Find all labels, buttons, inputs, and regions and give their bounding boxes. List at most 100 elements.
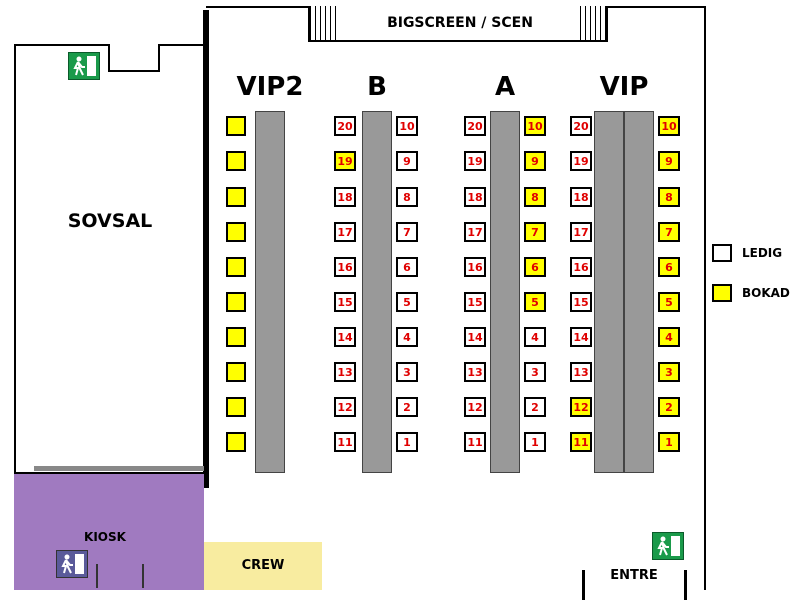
seat-vip-left-19[interactable]: 19 [570,151,592,171]
seat-b-left-12[interactable]: 12 [334,397,356,417]
seat-a-left-18[interactable]: 18 [464,187,486,207]
seat-b-left-19[interactable]: 19 [334,151,356,171]
seat-vip2-7[interactable] [226,327,246,347]
row-label-vip: VIP [599,72,649,102]
kiosk-exit-icon [56,550,88,578]
entrance-door-left [582,570,585,600]
seat-vip2-10[interactable] [226,432,246,452]
legend-booked-label: BOKAD [742,286,790,300]
seat-vip-right-2[interactable]: 2 [658,397,680,417]
seat-a-left-13[interactable]: 13 [464,362,486,382]
divider-wall [203,10,209,488]
seat-a-right-6[interactable]: 6 [524,257,546,277]
kiosk-label: KIOSK [84,530,126,544]
stage-notch [308,6,608,42]
table-vip-left [594,111,624,473]
seat-a-left-12[interactable]: 12 [464,397,486,417]
kiosk-area [14,474,204,590]
emergency-exit-icon [68,52,100,80]
table-vip-right [624,111,654,473]
seat-a-left-16[interactable]: 16 [464,257,486,277]
seat-b-right-2[interactable]: 2 [396,397,418,417]
dorm-window [108,44,160,72]
legend: LEDIG BOKAD [712,242,798,308]
seat-vip-right-4[interactable]: 4 [658,327,680,347]
seat-a-left-19[interactable]: 19 [464,151,486,171]
dorm-label: SOVSAL [67,210,153,232]
seat-vip2-9[interactable] [226,397,246,417]
seat-vip-left-12[interactable]: 12 [570,397,592,417]
seat-vip-right-9[interactable]: 9 [658,151,680,171]
seat-vip-right-1[interactable]: 1 [658,432,680,452]
seat-vip2-3[interactable] [226,187,246,207]
seat-a-left-17[interactable]: 17 [464,222,486,242]
seat-vip-left-20[interactable]: 20 [570,116,592,136]
seat-a-left-14[interactable]: 14 [464,327,486,347]
seat-a-right-5[interactable]: 5 [524,292,546,312]
seat-a-right-1[interactable]: 1 [524,432,546,452]
entrance-label: ENTRE [610,568,658,583]
seat-a-left-11[interactable]: 11 [464,432,486,452]
seat-a-right-3[interactable]: 3 [524,362,546,382]
seat-vip-right-3[interactable]: 3 [658,362,680,382]
seat-vip-left-11[interactable]: 11 [570,432,592,452]
crew-label: CREW [241,558,285,573]
seat-b-right-6[interactable]: 6 [396,257,418,277]
seat-b-left-16[interactable]: 16 [334,257,356,277]
seat-a-right-10[interactable]: 10 [524,116,546,136]
seat-vip-right-6[interactable]: 6 [658,257,680,277]
seat-vip2-8[interactable] [226,362,246,382]
seat-vip2-5[interactable] [226,257,246,277]
seat-vip-left-14[interactable]: 14 [570,327,592,347]
legend-free-swatch [712,244,732,262]
seat-a-left-15[interactable]: 15 [464,292,486,312]
legend-booked-swatch [712,284,732,302]
legend-free-label: LEDIG [742,246,783,260]
seat-a-right-7[interactable]: 7 [524,222,546,242]
seat-vip2-6[interactable] [226,292,246,312]
kiosk-door-marker [96,564,144,588]
seat-b-left-20[interactable]: 20 [334,116,356,136]
seat-vip2-4[interactable] [226,222,246,242]
seat-b-right-9[interactable]: 9 [396,151,418,171]
seat-vip-left-17[interactable]: 17 [570,222,592,242]
seat-b-left-15[interactable]: 15 [334,292,356,312]
seat-vip-left-16[interactable]: 16 [570,257,592,277]
seat-b-right-1[interactable]: 1 [396,432,418,452]
seat-b-right-8[interactable]: 8 [396,187,418,207]
seat-a-right-2[interactable]: 2 [524,397,546,417]
seat-b-right-4[interactable]: 4 [396,327,418,347]
seat-vip2-2[interactable] [226,151,246,171]
seat-vip-right-5[interactable]: 5 [658,292,680,312]
row-label-b: B [367,72,387,102]
seat-a-right-9[interactable]: 9 [524,151,546,171]
seat-b-left-17[interactable]: 17 [334,222,356,242]
seat-a-right-4[interactable]: 4 [524,327,546,347]
seat-b-right-5[interactable]: 5 [396,292,418,312]
screen-label: BIGSCREEN / SCEN [387,15,533,31]
entrance-exit-icon [652,532,684,560]
seat-b-right-3[interactable]: 3 [396,362,418,382]
row-label-a: A [494,72,516,102]
seat-b-left-13[interactable]: 13 [334,362,356,382]
seat-b-left-18[interactable]: 18 [334,187,356,207]
table-a [490,111,520,473]
seat-b-right-10[interactable]: 10 [396,116,418,136]
seat-vip-left-15[interactable]: 15 [570,292,592,312]
seat-a-right-8[interactable]: 8 [524,187,546,207]
seat-b-right-7[interactable]: 7 [396,222,418,242]
seat-b-left-14[interactable]: 14 [334,327,356,347]
stage-speaker-right [580,6,606,40]
seat-vip-right-7[interactable]: 7 [658,222,680,242]
seat-vip-left-18[interactable]: 18 [570,187,592,207]
seat-vip-right-10[interactable]: 10 [658,116,680,136]
seat-vip-left-13[interactable]: 13 [570,362,592,382]
seat-vip2-1[interactable] [226,116,246,136]
seat-b-left-11[interactable]: 11 [334,432,356,452]
seat-vip-right-8[interactable]: 8 [658,187,680,207]
seat-a-left-20[interactable]: 20 [464,116,486,136]
entrance-door-right [684,570,687,600]
table-vip2 [255,111,285,473]
dorm-room-outline [14,44,206,474]
dorm-bottom-wall [34,466,204,471]
